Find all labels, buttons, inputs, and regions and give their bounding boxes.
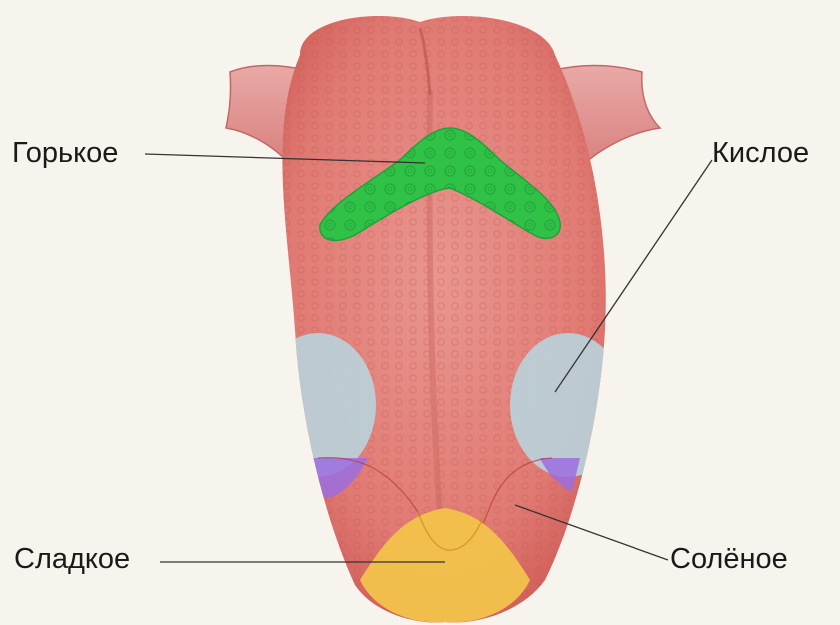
label-sweet: Сладкое <box>14 545 130 574</box>
label-bitter: Горькое <box>12 139 118 168</box>
sour-zone-left <box>260 333 376 477</box>
sour-zone-right <box>510 333 626 477</box>
label-salty: Солёное <box>670 545 788 574</box>
label-sour: Кислое <box>712 139 809 168</box>
